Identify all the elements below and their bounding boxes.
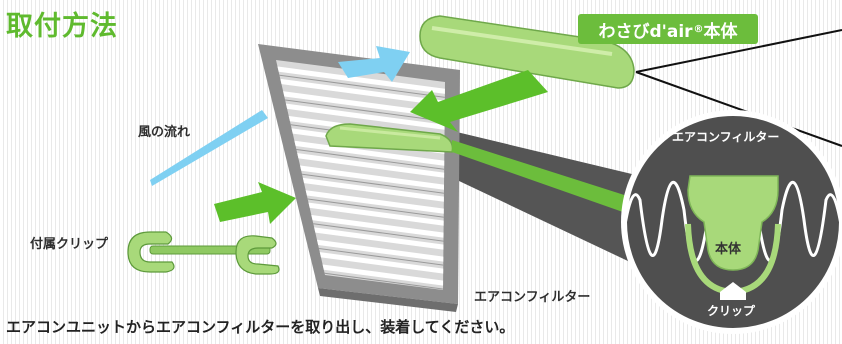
product-large [419, 15, 635, 89]
air-filter [258, 44, 460, 312]
zoom-filter-label: エアコンフィルター [672, 130, 780, 144]
instruction-text: エアコンユニットからエアコンフィルターを取り出し、装着してください。 [6, 318, 515, 336]
zoom-body-label: 本体 [715, 242, 742, 257]
airflow-label: 風の流れ [138, 125, 191, 140]
product-suffix: 本体 [703, 21, 738, 42]
zoom-clip-label: クリップ [707, 304, 756, 318]
product-name: わさびd'air [598, 21, 693, 42]
push-arrow [214, 182, 296, 224]
airflow-arrow [150, 110, 268, 186]
air-up-arrow [338, 46, 410, 82]
page-title: 取付方法 [6, 11, 118, 42]
zoom-beam [452, 140, 640, 218]
filter-label: エアコンフィルター [474, 290, 591, 305]
registered-mark: ® [693, 23, 704, 35]
callout-lines [635, 29, 842, 147]
clip-label: 付属クリップ [30, 237, 109, 252]
zoom-detail [621, 110, 842, 334]
product-on-filter [325, 123, 454, 153]
clip-part [127, 231, 280, 275]
product-badge: わさびd'air®本体 [578, 14, 758, 44]
insert-arrow [410, 70, 548, 132]
